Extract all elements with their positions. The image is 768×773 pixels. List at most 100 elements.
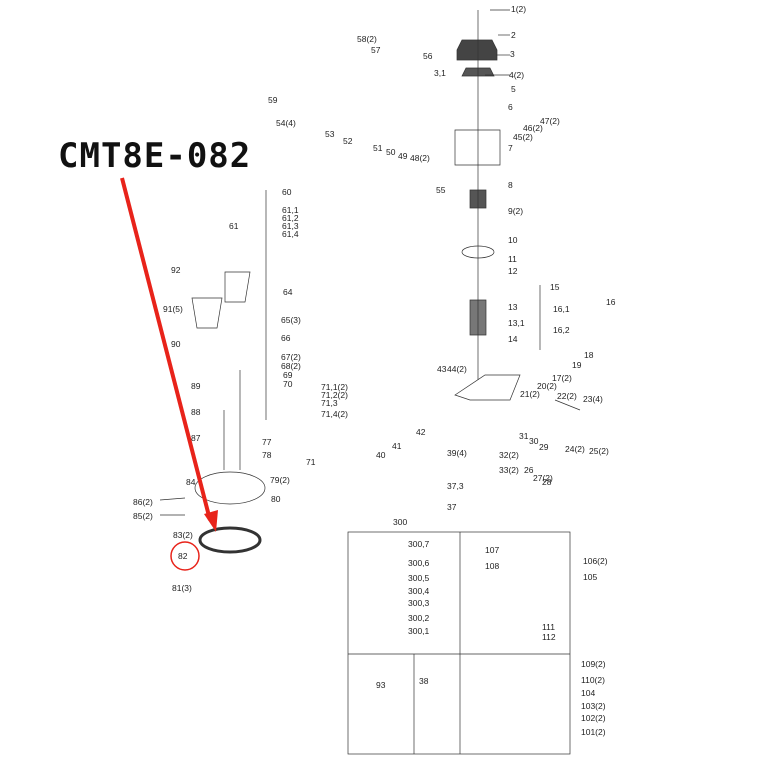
part-label: 91(5) <box>163 304 183 314</box>
part-label: 78 <box>262 450 272 460</box>
part-label: 61,4 <box>282 229 299 239</box>
part-label: 39(4) <box>447 448 467 458</box>
part-label: 64 <box>283 287 293 297</box>
part-label: 90 <box>171 339 181 349</box>
part-label: 300,7 <box>408 539 430 549</box>
part-label: 68(2) <box>281 361 301 371</box>
part-label: 3,1 <box>434 68 446 78</box>
part-label: 44(2) <box>447 364 467 374</box>
part-label: 16,2 <box>553 325 570 335</box>
part-label: 54(4) <box>276 118 296 128</box>
dust-shield-part <box>191 297 223 329</box>
part-label: 71,3 <box>321 398 338 408</box>
part-label: 47(2) <box>540 116 560 126</box>
part-label: 77 <box>262 437 272 447</box>
part-label: 5 <box>511 84 516 94</box>
part-label: 85(2) <box>133 511 153 521</box>
part-label: 300,3 <box>408 598 430 608</box>
part-label: 59 <box>268 95 278 105</box>
part-label: 13,1 <box>508 318 525 328</box>
pointer-arrowhead <box>204 510 218 532</box>
part-label: 109(2) <box>581 659 606 669</box>
part-label: 71,2(2) <box>321 390 348 400</box>
part-label: 37 <box>447 502 457 512</box>
part-label: 111 <box>542 622 555 632</box>
part-label: 26 <box>524 465 534 475</box>
part-label: 46(2) <box>523 123 543 133</box>
part-label: 103(2) <box>581 701 606 711</box>
part-label: 32(2) <box>499 450 519 460</box>
part-label: 1(2) <box>511 4 526 14</box>
part-label: 58(2) <box>357 34 377 44</box>
base-housing-part <box>454 374 521 401</box>
part-label: 24(2) <box>565 444 585 454</box>
part-label: 112 <box>542 632 556 642</box>
part-label: 79(2) <box>270 475 290 485</box>
part-label: 2 <box>511 30 516 40</box>
part-label: 66 <box>281 333 291 343</box>
part-label: 56 <box>423 51 433 61</box>
highlight-circle <box>170 541 200 571</box>
part-label: 61,1 <box>282 205 299 215</box>
part-label: 50 <box>386 147 396 157</box>
part-label: 104 <box>581 688 595 698</box>
part-label: 61 <box>229 221 239 231</box>
part-label: 51 <box>373 143 383 153</box>
part-label: 23(4) <box>583 394 603 404</box>
part-label: 29 <box>539 442 549 452</box>
part-label: 15 <box>550 282 560 292</box>
part-label: 61,3 <box>282 221 299 231</box>
part-label: 88 <box>191 407 201 417</box>
part-label: 38 <box>419 676 429 686</box>
part-label: 60 <box>282 187 292 197</box>
part-label: 300,1 <box>408 626 430 636</box>
part-number-title: CMT8E-082 <box>58 136 252 176</box>
part-label: 300,6 <box>408 558 430 568</box>
part-label: 61,2 <box>282 213 299 223</box>
router-base-part <box>194 471 266 505</box>
part-label: 49 <box>398 151 408 161</box>
part-label: 16,1 <box>553 304 570 314</box>
part-label: 10 <box>508 235 518 245</box>
part-label: 14 <box>508 334 518 344</box>
part-label: 80 <box>271 494 281 504</box>
part-label: 92 <box>171 265 181 275</box>
part-label: 105 <box>583 572 597 582</box>
part-label: 33(2) <box>499 465 519 475</box>
part-label: 57 <box>371 45 381 55</box>
part-label: 45(2) <box>513 132 533 142</box>
part-label: 18 <box>584 350 594 360</box>
part-label: 69 <box>283 370 293 380</box>
part-label: 71 <box>306 457 316 467</box>
part-label: 40 <box>376 450 386 460</box>
part-label: 37,3 <box>447 481 464 491</box>
part-label: 3 <box>510 49 515 59</box>
part-label: 27(2) <box>533 473 553 483</box>
part-label: 53 <box>325 129 335 139</box>
part-label: 20(2) <box>537 381 557 391</box>
part-label: 65(3) <box>281 315 301 325</box>
part-label: 4(2) <box>509 70 524 80</box>
part-label: 102(2) <box>581 713 606 723</box>
part-label: 7 <box>508 143 513 153</box>
part-label: 41 <box>392 441 402 451</box>
part-label: 8 <box>508 180 513 190</box>
part-label: 42 <box>416 427 426 437</box>
part-label: 6 <box>508 102 513 112</box>
part-label: 84 <box>186 477 196 487</box>
part-label: 67(2) <box>281 352 301 362</box>
part-label: 55 <box>436 185 446 195</box>
part-label: 52 <box>343 136 353 146</box>
motor-housing-part <box>454 129 501 166</box>
part-label: 101(2) <box>581 727 606 737</box>
part-label: 93 <box>376 680 386 690</box>
part-label: 71,4(2) <box>321 409 348 419</box>
part-label: 21(2) <box>520 389 540 399</box>
part-label: 87 <box>191 433 201 443</box>
part-label: 81(3) <box>172 583 192 593</box>
part-label: 25(2) <box>589 446 609 456</box>
part-label: 300,4 <box>408 586 430 596</box>
part-label: 110(2) <box>581 675 605 685</box>
part-label: 83(2) <box>173 530 193 540</box>
